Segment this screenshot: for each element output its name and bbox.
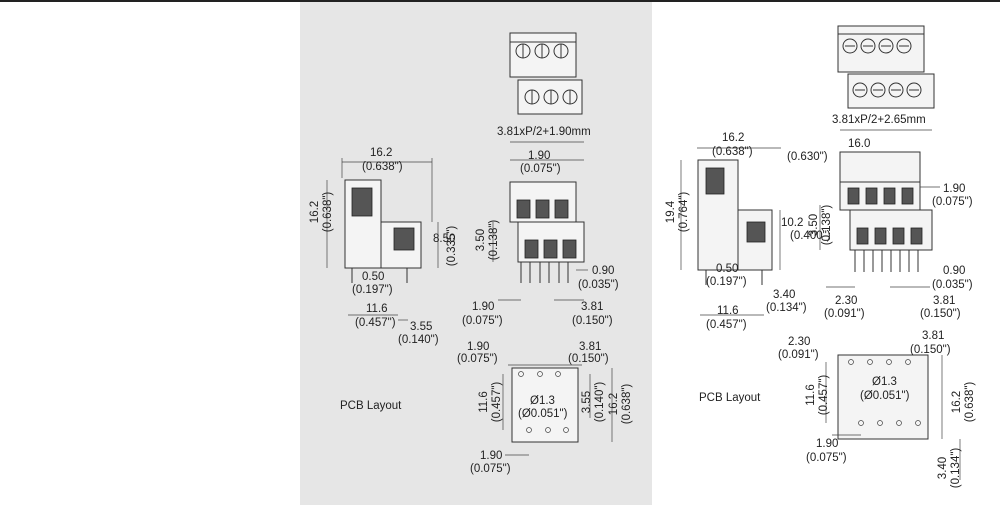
right-terminal-front-view: [819, 129, 940, 288]
left-pcb-hole: Ø1.3: [530, 395, 555, 407]
right-side-step-in: (0.400"): [790, 230, 831, 242]
left-pcb-pitch: 3.81: [579, 341, 601, 353]
left-pcb-height: 11.6: [478, 391, 490, 413]
right-side-depth-in: (0.457"): [706, 319, 747, 331]
left-side-offset-in: (0.140"): [398, 334, 439, 346]
right-pcb-height: 11.6: [805, 384, 817, 406]
right-front-pitch-in: (0.150"): [920, 308, 961, 320]
right-side-width-in: (0.638"): [712, 146, 753, 158]
right-pcb-hole: Ø1.3: [872, 376, 897, 388]
left-side-width-in: (0.638"): [362, 161, 403, 173]
left-front-pitch: 3.81: [581, 301, 603, 313]
left-side-pin-in: (0.197"): [352, 284, 393, 296]
right-front-edge-in: (0.075"): [932, 196, 973, 208]
left-pcb-top-edge: 1.90: [467, 341, 489, 353]
left-side-width: 16.2: [370, 147, 392, 159]
right-side-depth: 11.6: [717, 305, 739, 317]
right-pcb-height-in: (0.457"): [818, 375, 830, 416]
left-pcb-pitch-in: (0.150"): [568, 353, 609, 365]
left-front-pin-w-in: (0.035"): [578, 279, 619, 291]
right-front-width-in: (0.630"): [787, 151, 828, 163]
right-side-height: 19.4: [665, 200, 677, 223]
right-front-row-in: (0.138"): [821, 205, 833, 246]
left-pcb-top-edge-in: (0.075"): [457, 353, 498, 365]
left-front-pitch-in: (0.150"): [572, 315, 613, 327]
left-side-depth: 11.6: [366, 303, 388, 315]
right-front-row: 3.50: [808, 214, 820, 236]
left-pcb-layout-label: PCB Layout: [340, 400, 402, 412]
left-side-step-in: (0.335"): [446, 226, 458, 267]
left-side-offset: 3.55: [410, 321, 432, 333]
right-front-width: 16.0: [848, 138, 870, 150]
left-pcb-row: 3.55: [581, 391, 593, 413]
right-side-height-in: (0.764"): [678, 192, 690, 233]
left-front-pin-w: 0.90: [592, 265, 614, 277]
right-front-pin-w-in: (0.035"): [932, 279, 973, 291]
right-pcb-offset-in: (0.134"): [950, 448, 962, 489]
left-front-bottom-edge: 1.90: [472, 301, 494, 313]
left-pitch-formula: 3.81xP/2+1.90mm: [497, 126, 591, 138]
right-pcb-hole-in: (Ø0.051"): [860, 390, 910, 402]
right-side-step: 10.2: [781, 217, 803, 229]
right-front-bottom-edge: 2.30: [835, 295, 857, 307]
right-pcb-bottom-edge-in: (0.075"): [806, 452, 847, 464]
right-pcb-top-edge-in: (0.091"): [778, 349, 819, 361]
right-front-edge: 1.90: [943, 183, 965, 195]
right-pcb-top-edge: 2.30: [788, 336, 810, 348]
left-terminal-front-view: [492, 141, 588, 301]
left-front-row: 3.50: [475, 229, 487, 251]
left-side-pin: 0.50: [362, 271, 384, 283]
left-pcb-layout-drawing: [502, 364, 613, 456]
right-terminal-side-view: [680, 147, 781, 316]
right-pcb-pitch-in: (0.150"): [910, 344, 951, 356]
left-front-row-in: (0.138"): [488, 220, 500, 261]
left-terminal-side-view: [326, 158, 439, 321]
left-pcb-height-in: (0.457"): [491, 382, 503, 423]
right-pcb-layout-label: PCB Layout: [699, 392, 761, 404]
top-rule: [0, 0, 1000, 2]
right-side-width: 16.2: [722, 132, 744, 144]
right-pcb-layout-drawing: [825, 354, 961, 480]
left-side-step: 8.50: [433, 233, 455, 245]
right-pcb-pitch: 3.81: [922, 330, 944, 342]
left-front-edge: 1.90: [528, 150, 550, 162]
left-front-bottom-edge-in: (0.075"): [462, 315, 503, 327]
left-pcb-bottom-edge-in: (0.075"): [470, 463, 511, 475]
right-pcb-total-in: (0.638"): [964, 382, 976, 423]
left-pcb-total-in: (0.638"): [621, 384, 633, 425]
left-front-edge-in: (0.075"): [520, 163, 561, 175]
right-side-pin: 0.50: [716, 263, 738, 275]
left-terminal-top-view: [509, 32, 583, 115]
right-side-pin-in: (0.197"): [706, 276, 747, 288]
right-side-offset-in: (0.134"): [766, 302, 807, 314]
right-terminal-top-view: [837, 25, 935, 109]
right-front-pin-w: 0.90: [943, 265, 965, 277]
left-side-height: 16.2: [309, 201, 321, 223]
right-pcb-total: 16.2: [951, 391, 963, 413]
right-side-offset: 3.40: [773, 289, 795, 301]
right-pcb-offset: 3.40: [937, 457, 949, 479]
right-front-bottom-edge-in: (0.091"): [824, 308, 865, 320]
left-side-height-in: (0.638"): [322, 192, 334, 233]
left-side-depth-in: (0.457"): [355, 317, 396, 329]
left-pcb-bottom-edge: 1.90: [480, 450, 502, 462]
right-pcb-bottom-edge: 1.90: [816, 438, 838, 450]
right-front-pitch: 3.81: [933, 295, 955, 307]
left-pcb-row-in: (0.140"): [594, 382, 606, 423]
left-pcb-total: 16.2: [608, 393, 620, 415]
right-pitch-formula: 3.81xP/2+2.65mm: [832, 114, 926, 126]
left-pcb-hole-in: (Ø0.051"): [518, 408, 568, 420]
